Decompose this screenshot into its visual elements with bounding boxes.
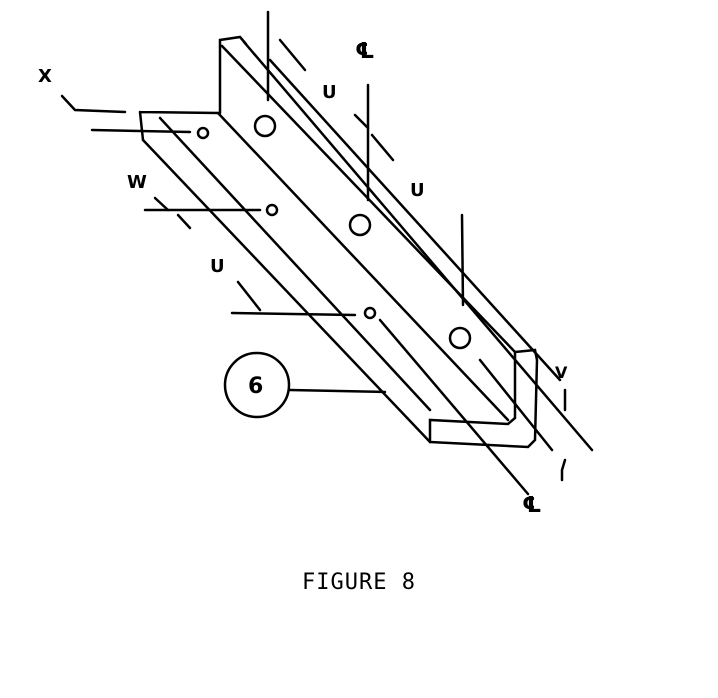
- item-6-leader: [288, 388, 387, 394]
- label-u-mid: U: [410, 180, 425, 201]
- u-dim-line: [460, 213, 465, 307]
- centerline-bottom: [378, 318, 530, 496]
- label-x: X: [38, 66, 52, 87]
- label-w: W: [127, 172, 147, 193]
- large-hole: [253, 114, 277, 138]
- small-hole: [363, 306, 377, 320]
- u-leader: [230, 280, 357, 317]
- leg-edge-2: [158, 116, 432, 412]
- part-balloon: [223, 351, 291, 419]
- v-arrow: [560, 388, 567, 482]
- u-arrows-top: [353, 113, 395, 162]
- flange-end: [218, 35, 248, 115]
- label-u-top: U: [322, 82, 337, 103]
- top-arrow: [278, 38, 307, 72]
- small-hole: [265, 203, 279, 217]
- flange-outer-edge: [242, 40, 594, 452]
- figure-caption: FIGURE 8: [302, 570, 416, 595]
- part-number: 6: [248, 374, 263, 399]
- w-arrow: [153, 196, 192, 230]
- small-hole: [196, 126, 210, 140]
- label-centerline-bottom: ℄: [522, 493, 542, 518]
- large-hole: [348, 213, 372, 237]
- flange-line-3: [268, 58, 562, 382]
- leg-end: [138, 110, 220, 142]
- x-leader: [60, 94, 127, 114]
- fold-line: [216, 111, 510, 422]
- large-hole: [448, 326, 472, 350]
- bottom-end: [428, 348, 539, 449]
- hole-leader-1: [90, 128, 192, 134]
- label-u-left: U: [210, 256, 225, 277]
- label-v: V: [555, 363, 568, 382]
- extension-line: [478, 358, 554, 452]
- label-centerline-top: ℄: [355, 39, 375, 64]
